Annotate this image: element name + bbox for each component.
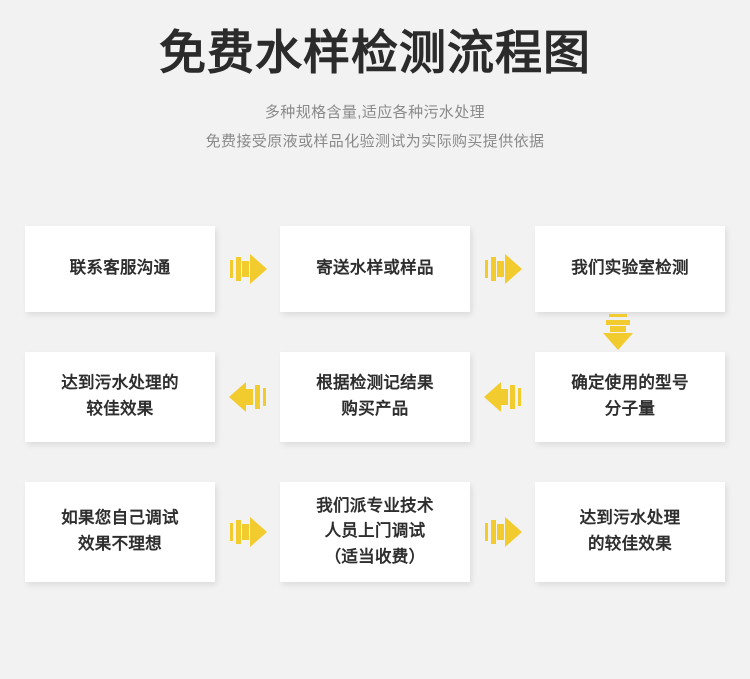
flow-step-confirm-model[interactable]: 确定使用的型号 分子量: [535, 352, 725, 442]
flow-step-label: 达到污水处理 的较佳效果: [579, 509, 681, 553]
flow-step-onsite-technician[interactable]: 我们派专业技术 人员上门调试 （适当收费）: [280, 482, 470, 582]
flow-connector-3-1: [215, 482, 280, 582]
flow-step-label: 达到污水处理的 较佳效果: [61, 374, 179, 418]
arrow-left-icon: [483, 382, 522, 412]
flow-row-1: 联系客服沟通 寄送水样或样品 我们实验室检测: [25, 226, 725, 312]
flow-row-3: 如果您自己调试 效果不理想 我们派专业技术 人员上门调试 （适当收费） 达到污水…: [25, 482, 725, 582]
flow-step-label: 联系客服沟通: [69, 259, 171, 278]
flow-connector-1-2: [470, 226, 535, 312]
arrow-down-icon: [600, 312, 636, 350]
flow-step-self-adjust-unsatisfied[interactable]: 如果您自己调试 效果不理想: [25, 482, 215, 582]
flow-step-label: 我们派专业技术 人员上门调试 （适当收费）: [316, 496, 434, 566]
arrow-left-icon: [228, 382, 267, 412]
flow-step-label: 根据检测记结果 购买产品: [316, 374, 434, 418]
arrow-right-icon: [228, 517, 267, 547]
flow-step-contact-service[interactable]: 联系客服沟通: [25, 226, 215, 312]
flow-step-label: 我们实验室检测: [571, 259, 689, 278]
flow-step-label: 如果您自己调试 效果不理想: [61, 509, 179, 553]
subtitle-block: 多种规格含量,适应各种污水处理 免费接受原液或样品化验测试为实际购买提供依据: [0, 98, 750, 157]
flow-step-final-best-effect[interactable]: 达到污水处理 的较佳效果: [535, 482, 725, 582]
page-header: 免费水样检测流程图 多种规格含量,适应各种污水处理 免费接受原液或样品化验测试为…: [0, 0, 750, 157]
flow-step-label: 寄送水样或样品: [316, 259, 434, 278]
flow-connector-1-1: [215, 226, 280, 312]
subtitle-line-1: 多种规格含量,适应各种污水处理: [264, 104, 486, 122]
arrow-right-icon: [483, 254, 522, 284]
flow-diagram: 联系客服沟通 寄送水样或样品 我们实验室检测 达到污水处理的 较佳效果: [25, 226, 725, 582]
flow-step-label: 确定使用的型号 分子量: [571, 374, 689, 418]
flow-step-best-effect[interactable]: 达到污水处理的 较佳效果: [25, 352, 215, 442]
flow-step-lab-testing[interactable]: 我们实验室检测: [535, 226, 725, 312]
arrow-right-icon: [228, 254, 267, 284]
arrow-right-icon: [483, 517, 522, 547]
page-title: 免费水样检测流程图: [159, 26, 591, 79]
flow-step-purchase-product[interactable]: 根据检测记结果 购买产品: [280, 352, 470, 442]
flow-connector-3-2: [470, 482, 535, 582]
flow-connector-2-1: [215, 352, 280, 442]
flow-step-send-sample[interactable]: 寄送水样或样品: [280, 226, 470, 312]
flow-connector-2-2: [470, 352, 535, 442]
subtitle-line-2: 免费接受原液或样品化验测试为实际购买提供依据: [205, 133, 545, 151]
flow-row-2: 达到污水处理的 较佳效果 根据检测记结果 购买产品 确定使用的型号 分子量: [25, 352, 725, 442]
